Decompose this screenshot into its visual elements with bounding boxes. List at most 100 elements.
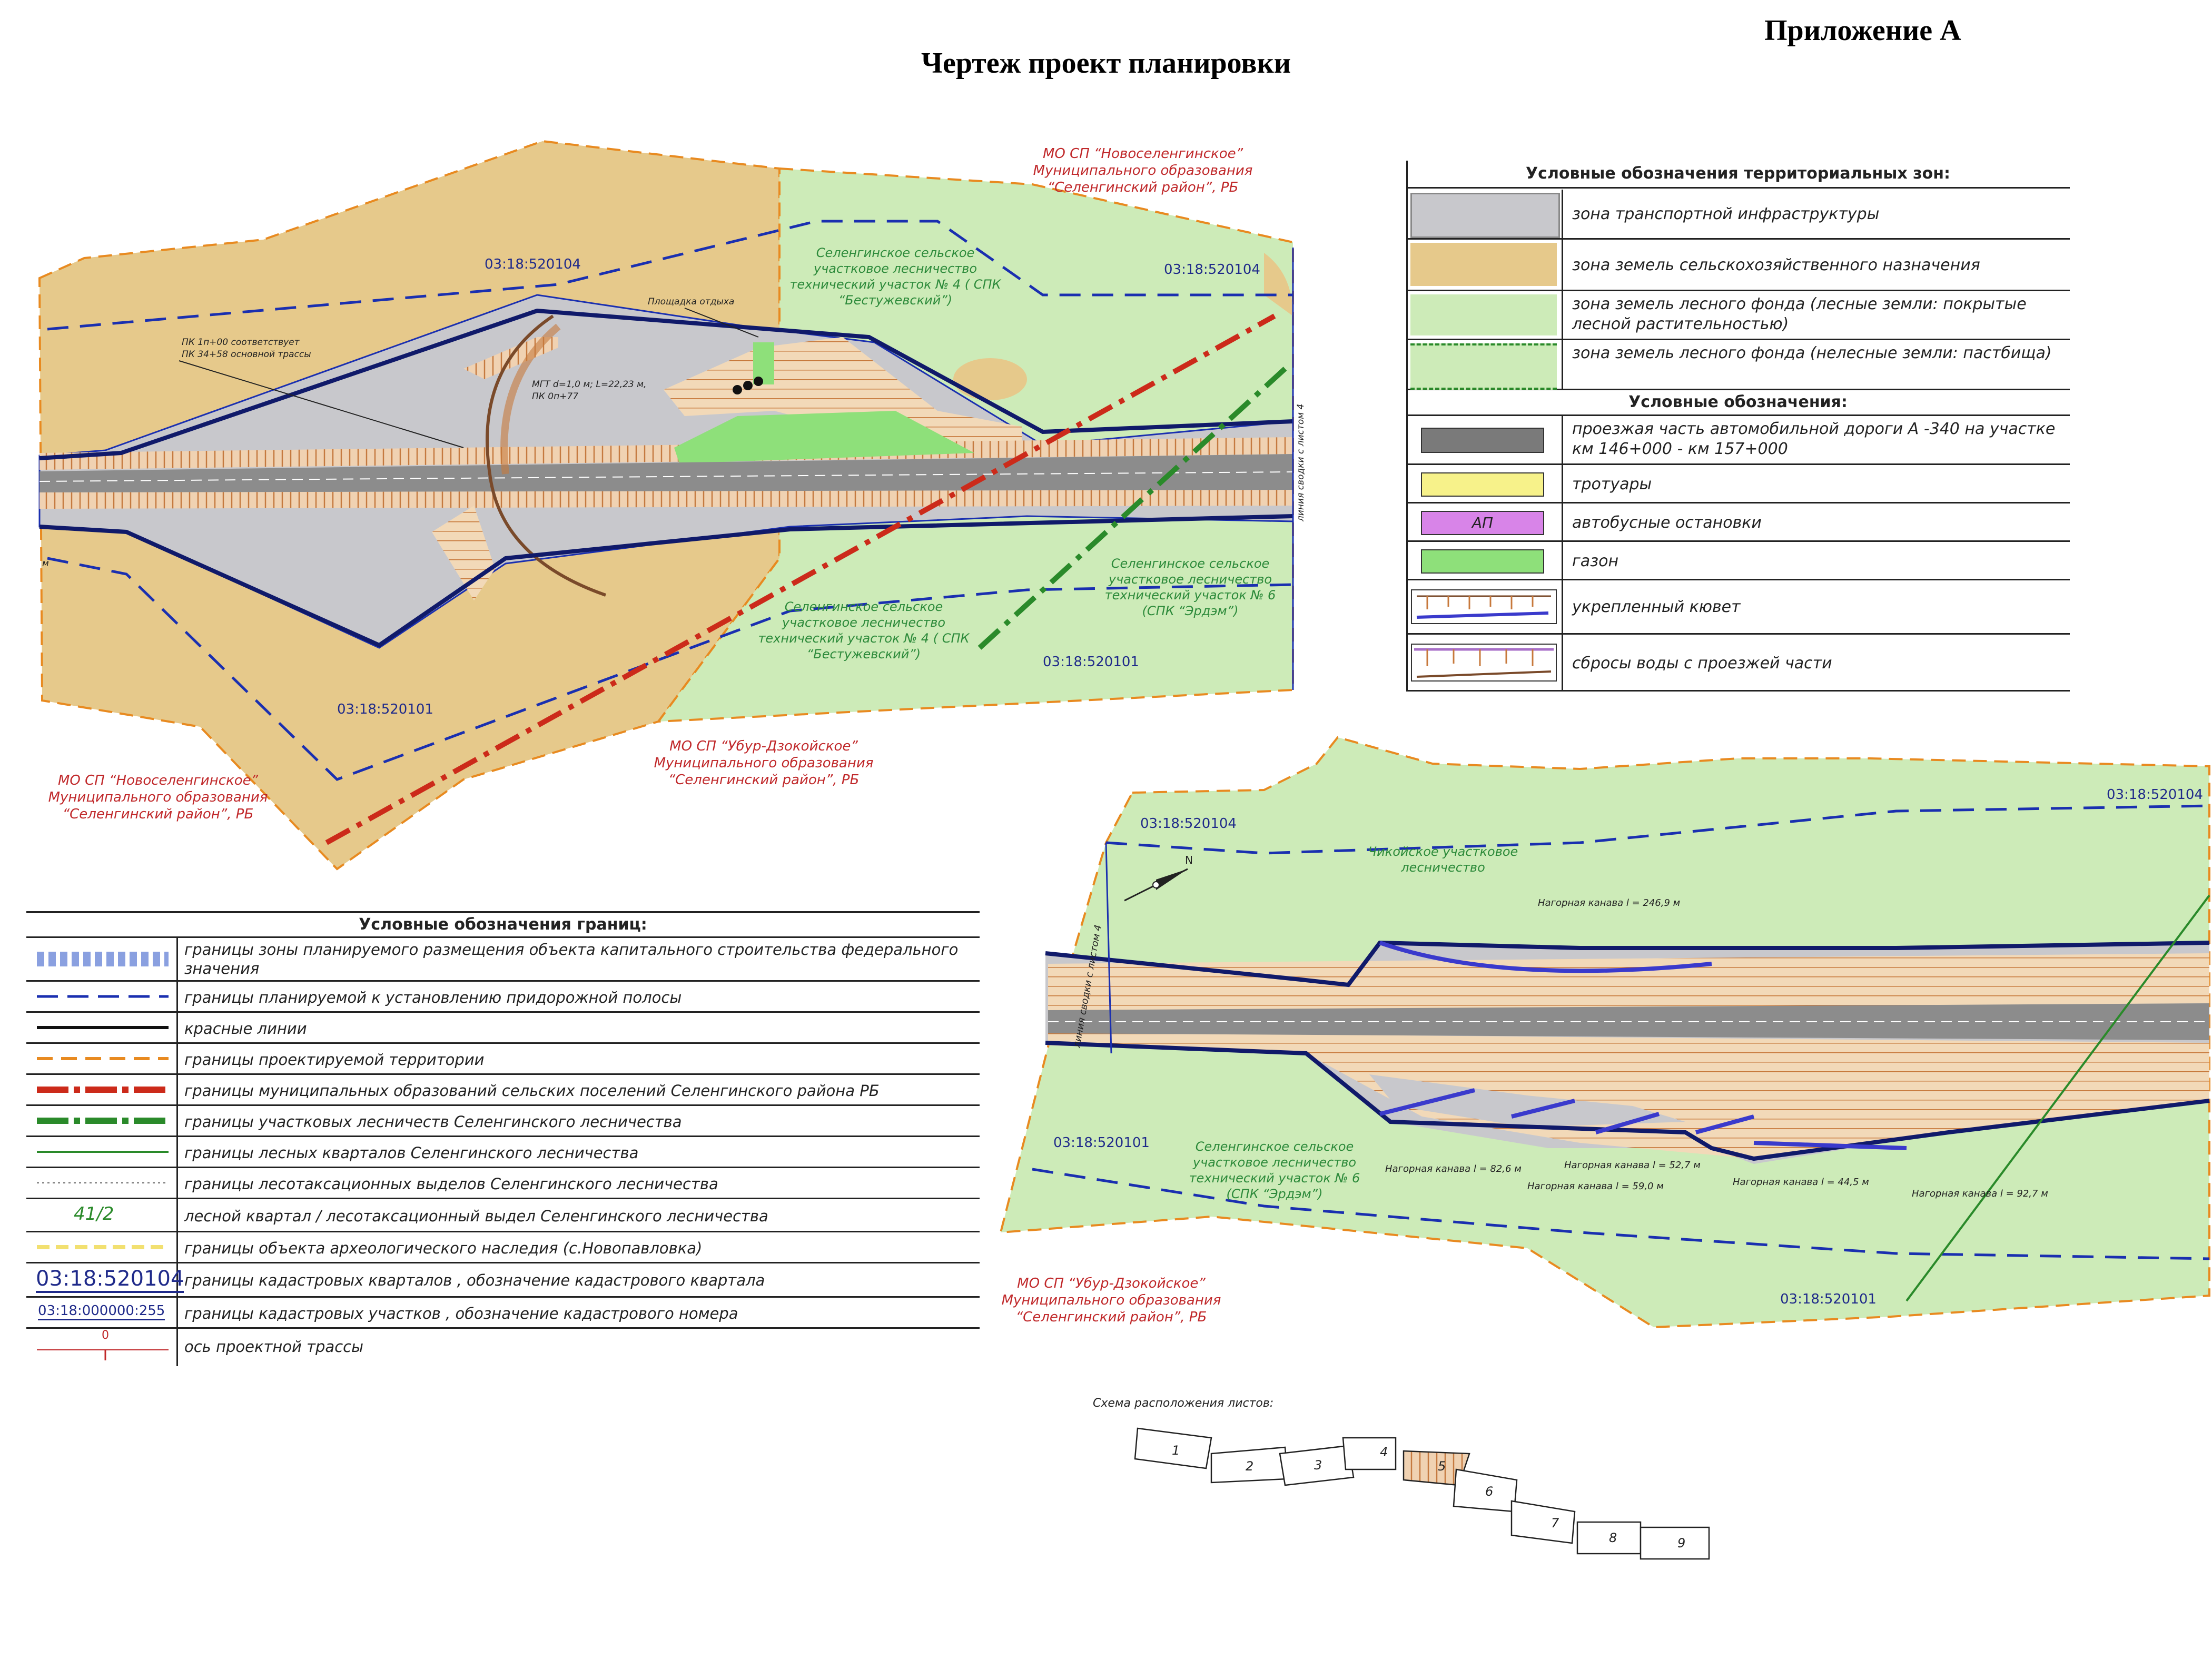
short-m-label: м (42, 558, 49, 569)
boundaries-legend: Условные обозначения границ: границы зон… (26, 911, 980, 1366)
municipal-symbol-icon (37, 1087, 169, 1093)
sheet-numbers: 1 2 3 4 5 6 7 8 9 (1172, 1443, 1685, 1551)
admin-label-novoselenginskoe-top-3: “Селенгинский район”, РБ (1048, 180, 1239, 195)
bounds-row-5: границы муниципальных образований сельск… (26, 1075, 980, 1106)
bounds-item-label: лесной квартал / лесотаксационный выдел … (184, 1207, 768, 1225)
forestry-plot4-top-1: Селенгинское сельское (816, 245, 975, 260)
sheet-number: 5 (1438, 1459, 1446, 1474)
forestry-boundary (977, 367, 1287, 650)
legend-row-drain: сбросы воды с проезжей части (1406, 635, 2070, 692)
bounds-row-2: границы планируемой к установлению придо… (26, 982, 980, 1013)
sheet-join-label: линия сводки с листом 4 (1296, 404, 1306, 522)
compass-icon: N (1124, 854, 1193, 902)
ditch-label: Нагорная канава l = 82,6 м (1385, 1163, 1522, 1174)
drain-symbol-icon (1411, 644, 1557, 682)
route-axis-zero: 0 (102, 1329, 109, 1342)
sheet-number: 6 (1485, 1484, 1493, 1499)
bounds-item-label: красные линии (184, 1020, 307, 1038)
bounds-item-label: границы зоны планируемого размещения объ… (184, 941, 959, 978)
zone-label: зона транспортной инфраструктуры (1572, 205, 1880, 223)
bounds-row-12: 03:18:000000:255 границы кадастровых уча… (26, 1298, 980, 1329)
admin-label-ubur-bottom-2: Муниципального образования (1002, 1292, 1221, 1308)
legend-row-bus-stops: АП автобусные остановки (1406, 503, 2070, 542)
forestry-plot4-top-2: участковое лесничество (813, 261, 977, 276)
cadastral-label: 03:18:520101 (1053, 1135, 1150, 1151)
ditch-label: Нагорная канава l = 92,7 м (1912, 1188, 2048, 1199)
forestry-chikoi-1: Чикойское участковое (1368, 844, 1518, 859)
zone-row-transport: зона транспортной инфраструктуры (1406, 190, 2070, 240)
bounds-item-label: ось проектной трассы (184, 1338, 363, 1356)
forestry-plot6-bottom-3: технический участок № 6 (1189, 1171, 1360, 1186)
legend-row-carriageway: проезжая часть автомобильной дороги А -3… (1406, 416, 2070, 465)
bounds-row-8: границы лесотаксационных выделов Селенги… (26, 1168, 980, 1199)
forestry-plot6-2: участковое лесничество (1108, 572, 1272, 587)
sheet-number: 3 (1314, 1458, 1322, 1473)
cadastral-label: 03:18:520104 (1140, 816, 1237, 832)
ditch-label: Нагорная канава l = 52,7 м (1564, 1160, 1701, 1171)
forestry-plot6-bottom-2: участковое лесничество (1192, 1155, 1356, 1170)
admin-label-ubur-3: “Селенгинский район”, РБ (668, 772, 860, 788)
appendix-label: Приложение А (1764, 14, 1961, 47)
admin-label-novoselenginskoe-bottom-3: “Селенгинский район”, РБ (63, 806, 254, 822)
top-map: МО СП “Новоселенгинское” Муниципального … (38, 140, 1306, 871)
legend-item-label: автобусные остановки (1572, 514, 1762, 532)
admin-label-ubur-1: МО СП “Убур-Дзокойское” (669, 738, 858, 754)
bus-stop-symbol: АП (1421, 511, 1544, 535)
zones-legend-title: Условные обозначения территориальных зон… (1526, 164, 1950, 183)
bottom-map: 03:18:520104 03:18:520104 03:18:520101 0… (999, 736, 2210, 1329)
compass-north-label: N (1185, 854, 1193, 866)
sheet-scheme-title: Схема расположения листов: (1093, 1397, 1274, 1410)
forestry-plot6-3: технический участок № 6 (1105, 588, 1276, 603)
rest-area-label: Площадка отдыха (648, 297, 734, 307)
forest-quarter-symbol-icon (37, 1151, 169, 1153)
bounds-item-label: границы кадастровых участков , обозначен… (184, 1305, 738, 1322)
bounds-row-9: 41/2 лесной квартал / лесотаксационный в… (26, 1199, 980, 1232)
zones-legend: Условные обозначения территориальных зон… (1406, 161, 2070, 698)
cadastral-label: 03:18:520104 (485, 256, 581, 272)
forestry-plot6-4: (СПК “Эрдэм”) (1142, 604, 1239, 618)
ditch-label: Нагорная канава l = 59,0 м (1527, 1181, 1664, 1192)
roadside-band-top (47, 220, 1293, 331)
bounds-item-label: границы кадастровых кварталов , обозначе… (184, 1271, 765, 1289)
zone-label: зона земель лесного фонда (лесные земли:… (1572, 295, 2027, 333)
forestry-plot4-top-4: “Бестужевский”) (838, 293, 952, 308)
forestry-symbol-icon (37, 1118, 169, 1124)
legend-item-label: тротуары (1572, 475, 1652, 493)
bounds-row-7: границы лесных кварталов Селенгинского л… (26, 1137, 980, 1168)
sheet-number: 8 (1609, 1530, 1617, 1545)
cadastral-label: 03:18:520104 (2107, 787, 2203, 803)
municipal-boundary (325, 313, 1276, 845)
zone-row-forest-covered: зона земель лесного фонда (лесные земли:… (1406, 291, 2070, 340)
archaeology-symbol-icon (37, 1245, 169, 1249)
route-axis-symbol-icon (37, 1349, 169, 1360)
forest-unit-symbol-icon (37, 1182, 169, 1183)
cadastral-label: 03:18:520101 (1780, 1291, 1877, 1307)
legend-item-label: сбросы воды с проезжей части (1572, 654, 1832, 673)
zone-label: зона земель лесного фонда (нелесные земл… (1572, 344, 2052, 362)
forestry-plot4-bottom-1: Селенгинское сельское (785, 599, 943, 614)
ditch-label: Нагорная канава l = 246,9 м (1538, 897, 1680, 908)
forestry-plot4-bottom-3: технический участок № 4 ( СПК (758, 631, 970, 646)
forestry-chikoi-2: лесничество (1400, 860, 1485, 875)
bounds-item-label: границы лесотаксационных выделов Селенги… (184, 1175, 718, 1193)
zone-row-forest-pasture: зона земель лесного фонда (нелесные земл… (1406, 340, 2070, 390)
admin-label-ubur-bottom-1: МО СП “Убур-Дзокойское” (1017, 1276, 1206, 1291)
admin-label-novoselenginskoe-bottom-2: Муниципального образования (48, 789, 268, 805)
ditch-symbol-icon (1411, 589, 1557, 624)
red-lines-symbol-icon (37, 1026, 169, 1029)
bounds-row-13: 0 ось проектной трассы (26, 1329, 980, 1365)
sheet-number: 2 (1246, 1459, 1253, 1474)
forestry-plot6-bottom-4: (СПК “Эрдэм”) (1227, 1187, 1323, 1201)
placement-zone-symbol-icon (37, 952, 169, 966)
sheet-number: 7 (1551, 1516, 1559, 1530)
forestry-plot4-bottom-2: участковое лесничество (782, 615, 945, 630)
forestry-plot4-bottom-4: “Бестужевский”) (807, 647, 921, 661)
forestry-plot6-1: Селенгинское сельское (1111, 556, 1270, 571)
legend-item-label: проезжая часть автомобильной дороги А -3… (1572, 420, 2056, 458)
pipe-note-2: ПК 0п+77 (532, 391, 578, 402)
admin-label-novoselenginskoe-top-1: МО СП “Новоселенгинское” (1043, 146, 1243, 162)
bounds-row-10: границы объекта археологического наследи… (26, 1232, 980, 1263)
bounds-item-label: границы лесных кварталов Селенгинского л… (184, 1144, 639, 1162)
bounds-row-11: 03:18:520104 границы кадастровых квартал… (26, 1263, 980, 1298)
